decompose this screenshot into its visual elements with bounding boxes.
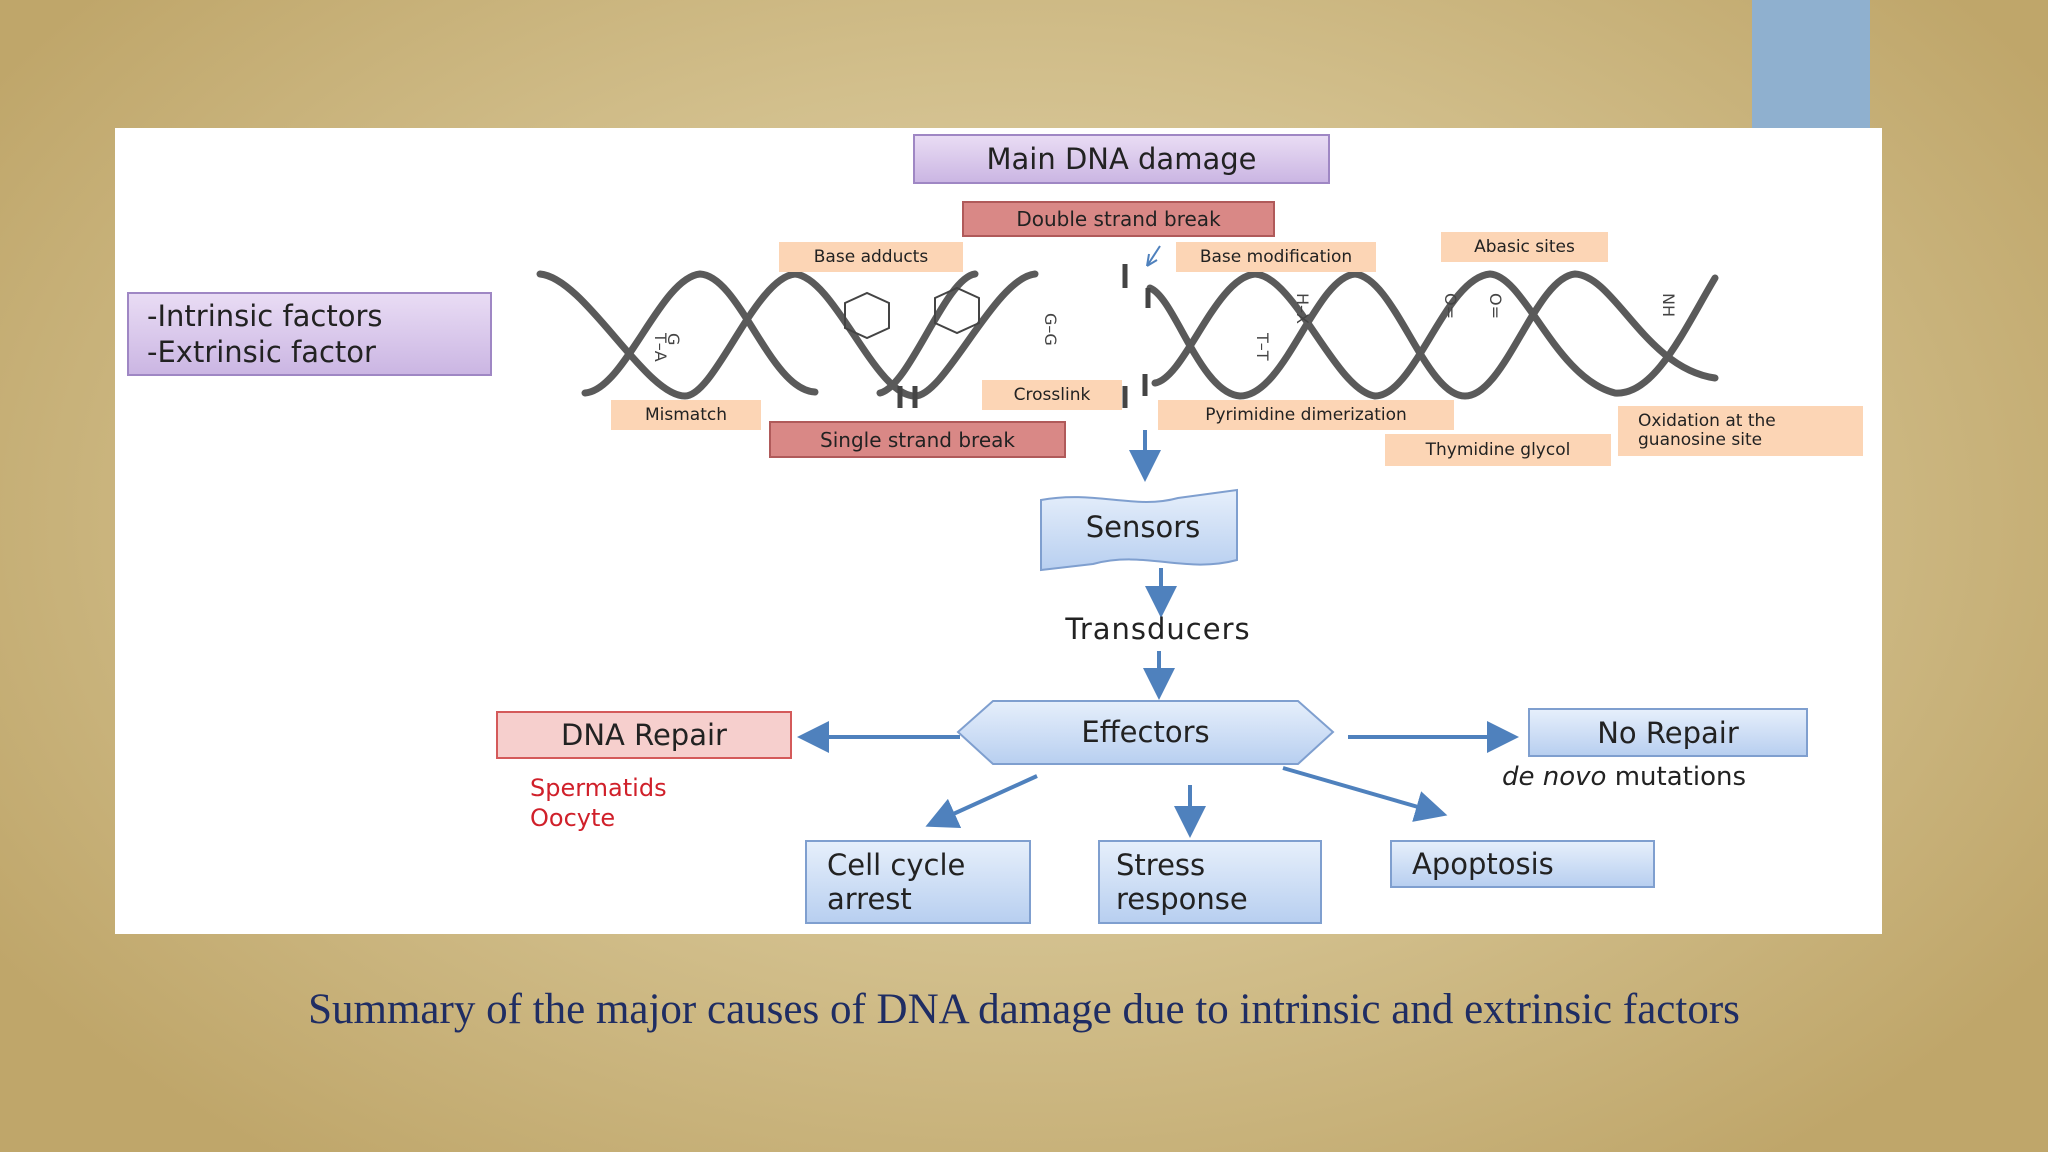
cell-cycle-arrest-box: Cell cycle arrest — [805, 840, 1031, 924]
mismatch-label: Mismatch — [611, 400, 761, 430]
no-repair-note: de novo mutations — [1502, 762, 1746, 792]
no-repair-box: No Repair — [1528, 708, 1808, 757]
cell-cycle-line1: Cell cycle — [827, 848, 966, 882]
factors-intrinsic: -Intrinsic factors — [147, 299, 383, 333]
double-strand-break-label: Double strand break — [962, 201, 1275, 237]
svg-text:T–T: T–T — [1253, 332, 1272, 361]
base-adducts-label: Base adducts — [779, 242, 963, 272]
helix-strand-upper-right — [1146, 270, 1719, 400]
single-strand-break-label: Single strand break — [769, 421, 1066, 458]
effectors-label: Effectors — [1081, 715, 1210, 749]
helix-base-glyphs: T–A G G–G T–T H–X O= O= NH — [651, 293, 1678, 362]
mutations-text: mutations — [1606, 762, 1746, 792]
cell-cycle-line2: arrest — [827, 882, 912, 916]
helix-strand-lower-right — [1151, 270, 1719, 400]
diagram-panel: T–A G G–G T–T H–X O= O= NH — [115, 128, 1882, 934]
stress-line1: Stress — [1116, 848, 1206, 882]
ring-structures — [844, 286, 980, 340]
repair-note-oocyte: Oocyte — [530, 804, 616, 832]
oxidation-line2: guanosine site — [1638, 430, 1763, 450]
sensors-label: Sensors — [1085, 510, 1201, 544]
helix-strand-lower-left — [581, 270, 819, 397]
factors-extrinsic: -Extrinsic factor — [147, 335, 376, 369]
svg-text:H–X: H–X — [1293, 293, 1312, 324]
repair-note: Spermatids Oocyte — [530, 773, 667, 833]
dna-repair-box: DNA Repair — [496, 711, 792, 759]
de-novo-text: de novo — [1502, 762, 1607, 792]
dna-helix — [536, 270, 1719, 400]
crosslink-label: Crosslink — [982, 380, 1122, 410]
svg-text:G–G: G–G — [1041, 313, 1060, 346]
dsb-pointer-arrow — [1146, 245, 1161, 267]
stress-response-box: Stress response — [1098, 840, 1322, 924]
svg-text:G: G — [664, 333, 683, 345]
svg-text:T–A: T–A — [651, 332, 670, 362]
thymidine-glycol-label: Thymidine glycol — [1385, 434, 1611, 466]
apoptosis-box: Apoptosis — [1390, 840, 1655, 888]
svg-text:O=: O= — [1441, 293, 1460, 319]
pyrimidine-dimerization-label: Pyrimidine dimerization — [1158, 400, 1454, 430]
abasic-sites-label: Abasic sites — [1441, 232, 1608, 262]
stress-line2: response — [1116, 882, 1248, 916]
factors-box: -Intrinsic factors -Extrinsic factor — [127, 292, 492, 376]
slide-accent-tab — [1752, 0, 1870, 128]
oxidation-line1: Oxidation at the — [1638, 411, 1776, 431]
transducers-label: Transducers — [1065, 612, 1251, 646]
effectors-shape — [956, 700, 1335, 765]
strand-break-marks — [897, 264, 1151, 408]
repair-note-spermatids: Spermatids — [530, 774, 667, 802]
diagram-graphics: T–A G G–G T–T H–X O= O= NH — [536, 245, 1719, 838]
arrow-to-apoptosis — [1282, 766, 1448, 822]
helix-strand-lower-mid — [876, 270, 979, 397]
helix-strand-upper-left — [536, 270, 1039, 400]
svg-text:O=: O= — [1486, 293, 1505, 319]
slide-caption: Summary of the major causes of DNA damag… — [308, 986, 1740, 1033]
sensors-shape — [1040, 488, 1238, 572]
arrow-to-cell-cycle — [925, 774, 1038, 828]
base-modification-label: Base modification — [1176, 242, 1376, 272]
oxidation-guanosine-label: Oxidation at the guanosine site — [1618, 406, 1863, 456]
svg-text:NH: NH — [1659, 293, 1678, 317]
main-dna-damage-title: Main DNA damage — [913, 134, 1330, 184]
